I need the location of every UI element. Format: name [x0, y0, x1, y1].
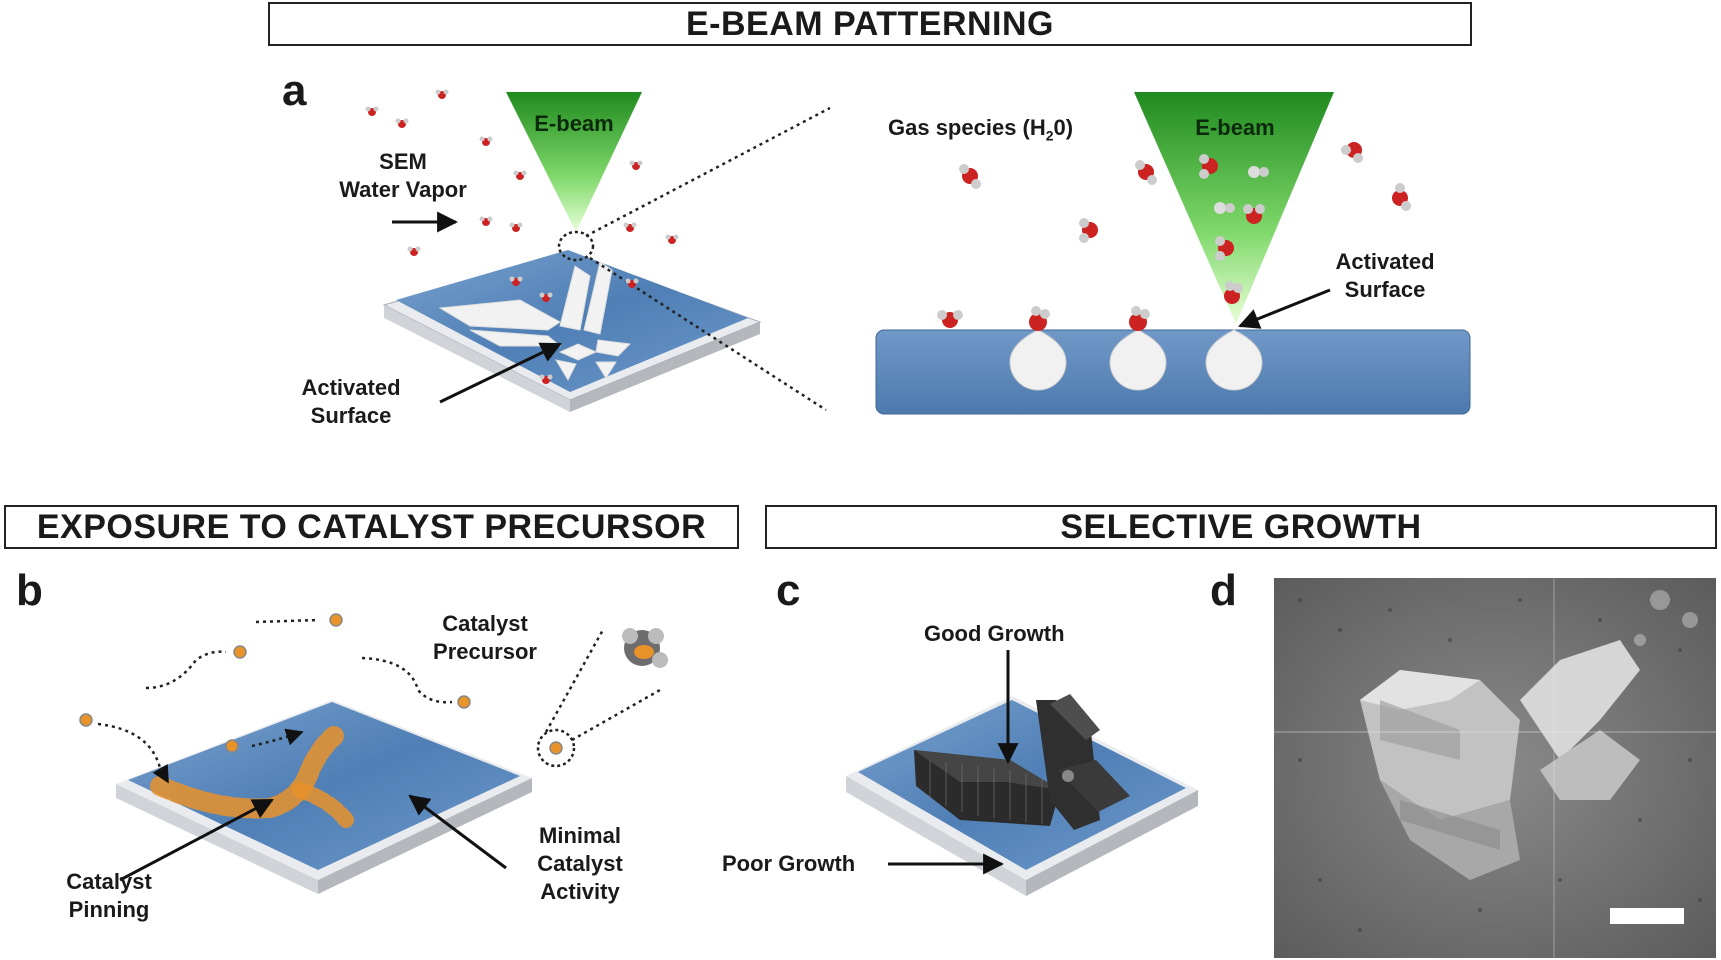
good-growth-label: Good Growth [924, 621, 1065, 646]
activated-surface-label-a: Activated Surface [286, 374, 416, 430]
catalyst-pinning-label: Catalyst Pinning [44, 868, 174, 924]
minimal-activity-line2: Catalyst [537, 851, 623, 876]
panel-label-b: b [16, 566, 43, 615]
minimal-catalyst-activity-label: Minimal Catalyst Activity [520, 822, 640, 906]
header-selective-growth: SELECTIVE GROWTH [765, 505, 1717, 549]
catalyst-molecules-b [79, 613, 563, 755]
poor-growth-label: Poor Growth [722, 851, 856, 876]
ebeam-label-a: E-beam [534, 111, 614, 136]
air-force-logo-pattern [438, 261, 632, 382]
activated-label-zoom-line2: Surface [1344, 277, 1426, 302]
zoom-line-bottom [589, 256, 827, 412]
sem-label-line2: Water Vapor [339, 177, 467, 202]
panel-label-a: a [282, 66, 307, 115]
catalyst-precursor-line1: Catalyst [442, 611, 528, 636]
sem-water-vapor-label: SEM Water Vapor [328, 148, 478, 204]
sem-structure [1360, 640, 1640, 880]
sem-label-line1: SEM [379, 149, 427, 174]
activated-label-a-line1: Activated [301, 375, 401, 400]
water-molecules-zoom [937, 142, 1411, 331]
catalyst-precursor-label: Catalyst Precursor [420, 610, 550, 666]
minimal-activity-line1: Minimal [539, 823, 621, 848]
activated-arrow-a [439, 342, 562, 404]
activated-label-a-line2: Surface [310, 403, 392, 428]
minimal-activity-arrow [408, 794, 507, 870]
header-exposure-catalyst: EXPOSURE TO CATALYST PRECURSOR [4, 505, 739, 549]
water-molecules-a [365, 89, 679, 384]
activated-label-zoom-line1: Activated [1335, 249, 1435, 274]
ebeam-label-zoom: E-beam [1195, 115, 1275, 140]
grown-nanotube-structure [914, 694, 1130, 830]
catalyst-precursor-line2: Precursor [433, 639, 537, 664]
activated-surface-label-zoom: Activated Surface [1320, 248, 1450, 304]
minimal-activity-line3: Activity [540, 879, 620, 904]
gas-species-suffix: 0) [1053, 115, 1074, 140]
panel-label-d: d [1210, 566, 1237, 615]
ebeam-cone-a [506, 92, 642, 232]
header-ebeam-patterning: E-BEAM PATTERNING [268, 2, 1472, 46]
catalyst-pinning-line1: Catalyst [66, 869, 152, 894]
gas-species-label: Gas species (H20) [888, 114, 1073, 149]
gas-species-subscript: 2 [1045, 127, 1054, 144]
sem-image [1274, 578, 1716, 958]
catalyst-pinning-pattern [150, 726, 354, 828]
beam-spot-circle [557, 230, 595, 262]
activated-sites-zoom [1009, 329, 1263, 391]
scale-bar [1610, 908, 1684, 924]
zoomed-precursor [536, 627, 668, 768]
diffusion-paths-b [97, 618, 453, 784]
panel-label-c: c [776, 566, 801, 615]
pinning-arrow [119, 798, 274, 882]
activated-arrow-zoom [1238, 288, 1331, 329]
catalyst-pinning-line2: Pinning [68, 897, 150, 922]
substrate-bar-zoom [875, 329, 1471, 415]
gas-species-prefix: Gas species (H [888, 115, 1046, 140]
